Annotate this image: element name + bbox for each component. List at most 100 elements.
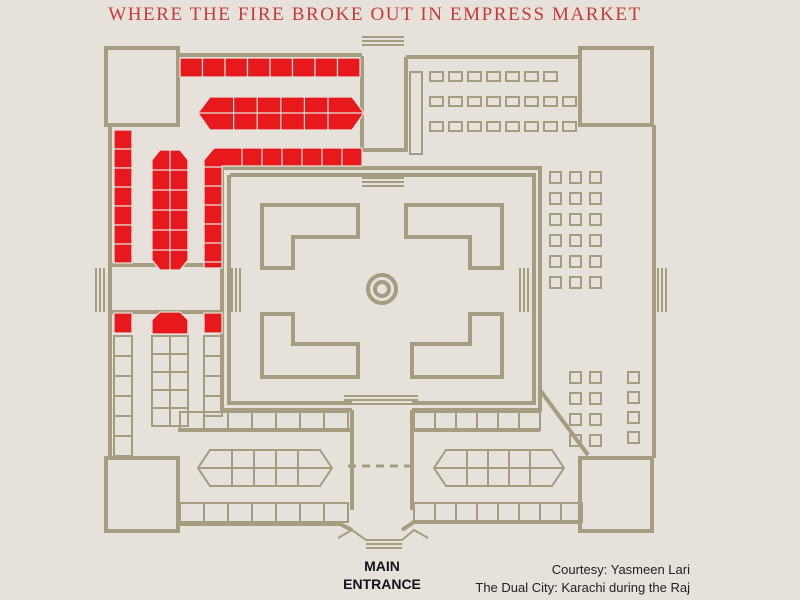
stall-east-1-0 [549,192,562,205]
stall-south-west-top-5 [299,411,325,431]
stall-ne-0-1 [448,71,463,82]
stall-south-west-top-1 [203,411,229,431]
stall-south-west-top-4 [275,411,301,431]
credit-line-2: The Dual City: Karachi during the Raj [475,580,690,595]
stall-east-5-0 [549,276,562,289]
stall-capsule-lower-a-4 [151,407,171,427]
stall-capsule-lower-b-2 [169,371,189,391]
stall-south-east-bottom-5 [518,502,541,523]
stall-south-east-bottom-2 [455,502,478,523]
stall-ne-0-4 [505,71,520,82]
stall-south-west-bottom-3 [251,502,277,523]
stall-capsule-lower-b-1 [169,353,189,373]
stall-east-1-2 [589,192,602,205]
stall-capsule-lower-b-3 [169,389,189,409]
credit-line-1: Courtesy: Yasmeen Lari [551,562,690,577]
stall-south-west-top-3 [251,411,277,431]
stall-capsule-lower-b-0 [169,335,189,355]
stall-south-east-bottom-4 [497,502,520,523]
stall-ne-2-4 [505,121,520,132]
stall-east-5-1 [569,276,582,289]
stall-capsule-lower-a-2 [151,371,171,391]
south-wall-west [178,522,353,532]
courtyard-wall-north-east [230,166,542,412]
stall-east-low-3-1 [589,434,602,447]
stall-ne-0-3 [486,71,501,82]
map-title: WHERE THE FIRE BROKE OUT IN EMPRESS MARK… [108,4,642,25]
stall-east-edge-3 [627,431,640,444]
stalls [113,71,640,523]
stall-ne-2-5 [524,121,539,132]
stall-east-2-1 [569,213,582,226]
stall-south-west-top-6 [323,411,349,431]
stall-east-low-2-1 [589,413,602,426]
stall-east-3-2 [589,234,602,247]
fire-l-band [203,147,363,269]
fire-stall-top-3 [246,57,271,78]
stall-east-4-0 [549,255,562,268]
island-ne [404,203,504,270]
stall-south-west-bottom-4 [275,502,301,523]
stall-south-west-top-0 [179,411,205,431]
stall-east-2-0 [549,213,562,226]
architectural-details [95,36,667,549]
stall-east-4-1 [569,255,582,268]
stall-ne-2-1 [448,121,463,132]
entrance-funnel [337,528,429,541]
stall-capsule-lower-a-3 [151,389,171,409]
stall-ne-1-3 [486,96,501,107]
stall-ne-2-7 [562,121,577,132]
stall-south-east-top-3 [476,411,499,431]
stall-south-east-bottom-0 [413,502,436,523]
stall-south-east-bottom-3 [476,502,499,523]
fire-stall-west-1 [113,148,133,169]
fire-stall-west-5 [113,224,133,245]
stall-east-2-2 [589,213,602,226]
fire-stall-top-7 [336,57,361,78]
stall-south-east-top-0 [413,411,436,431]
stall-east-4-2 [589,255,602,268]
stall-l-lower-3 [203,395,223,417]
south-wall-east [400,520,580,532]
stall-east-0-0 [549,171,562,184]
stall-south-west-top-2 [227,411,253,431]
stall-south-east-top-4 [497,411,520,431]
stall-east-low-3-0 [569,434,582,447]
fire-stall-top-2 [224,57,249,78]
fire-stall-top-0 [179,57,204,78]
fire-stall-west-0 [113,129,133,150]
stall-west-lower-2 [113,375,133,397]
fire-stall-l-low [203,312,223,334]
stall-south-east-top-1 [434,411,457,431]
stall-east-3-1 [569,234,582,247]
stall-south-east-top-2 [455,411,478,431]
stall-ne-0-6 [543,71,558,82]
stall-ne-1-7 [562,96,577,107]
fire-capsule-low [151,311,189,335]
fire-stall-top-1 [201,57,226,78]
stall-east-1-1 [569,192,582,205]
stall-ne-column [409,71,423,155]
stall-l-lower-2 [203,375,223,397]
tower-se [578,456,654,533]
island-sw [260,312,360,379]
stall-south-east-top-5 [518,411,541,431]
stall-west-lower-3 [113,395,133,417]
fire-stall-top-5 [291,57,316,78]
fire-stall-top-6 [314,57,339,78]
stall-ne-0-0 [429,71,444,82]
stall-south-west-bottom-0 [179,502,205,523]
stall-l-lower-0 [203,335,223,357]
stall-south-west-bottom-2 [227,502,253,523]
stall-l-lower-1 [203,355,223,377]
fire-stall-top-4 [269,57,294,78]
stall-ne-1-6 [543,96,558,107]
stall-ne-1-4 [505,96,520,107]
stall-east-edge-1 [627,391,640,404]
fire-stall-west-4 [113,205,133,226]
stall-south-west-bottom-5 [299,502,325,523]
stall-south-west-bottom-1 [203,502,229,523]
stall-east-low-1-0 [569,392,582,405]
courtyard-wall-west [220,166,352,412]
